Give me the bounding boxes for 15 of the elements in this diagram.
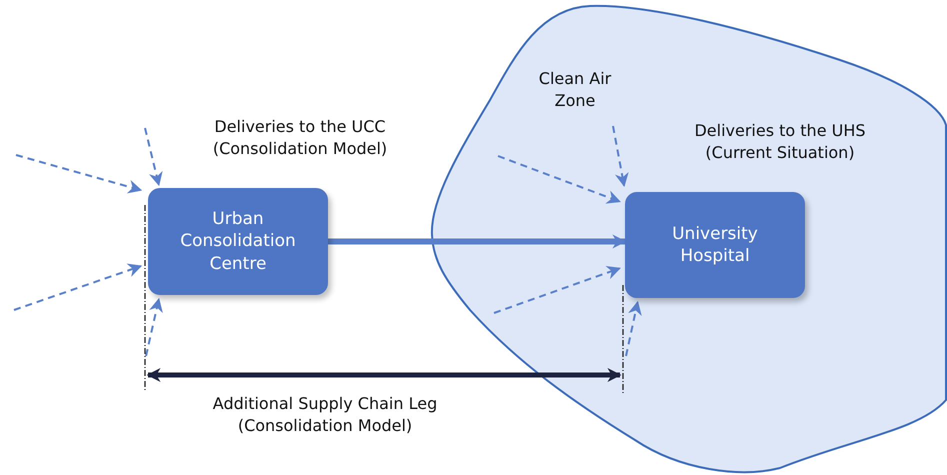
arrow	[494, 266, 621, 314]
arrow	[625, 300, 642, 356]
arrow	[144, 128, 163, 186]
caption-text: Deliveries to the UCC (Consolidation Model)	[212, 116, 388, 160]
zone-label: Clean Air Zone	[538, 68, 612, 112]
arrow	[145, 298, 163, 356]
arrow	[328, 234, 626, 248]
dimension-label: Additional Supply Chain Leg (Consolidation Model)	[212, 393, 438, 436]
caption-text: Deliveries to the UHS (Current Situation)	[693, 120, 867, 164]
arrow	[14, 264, 142, 311]
process-box: Urban Consolidation Centre	[148, 188, 328, 295]
arrow	[498, 155, 621, 204]
process-box: University Hospital	[625, 192, 805, 298]
arrow	[612, 126, 629, 188]
arrow	[16, 154, 142, 194]
